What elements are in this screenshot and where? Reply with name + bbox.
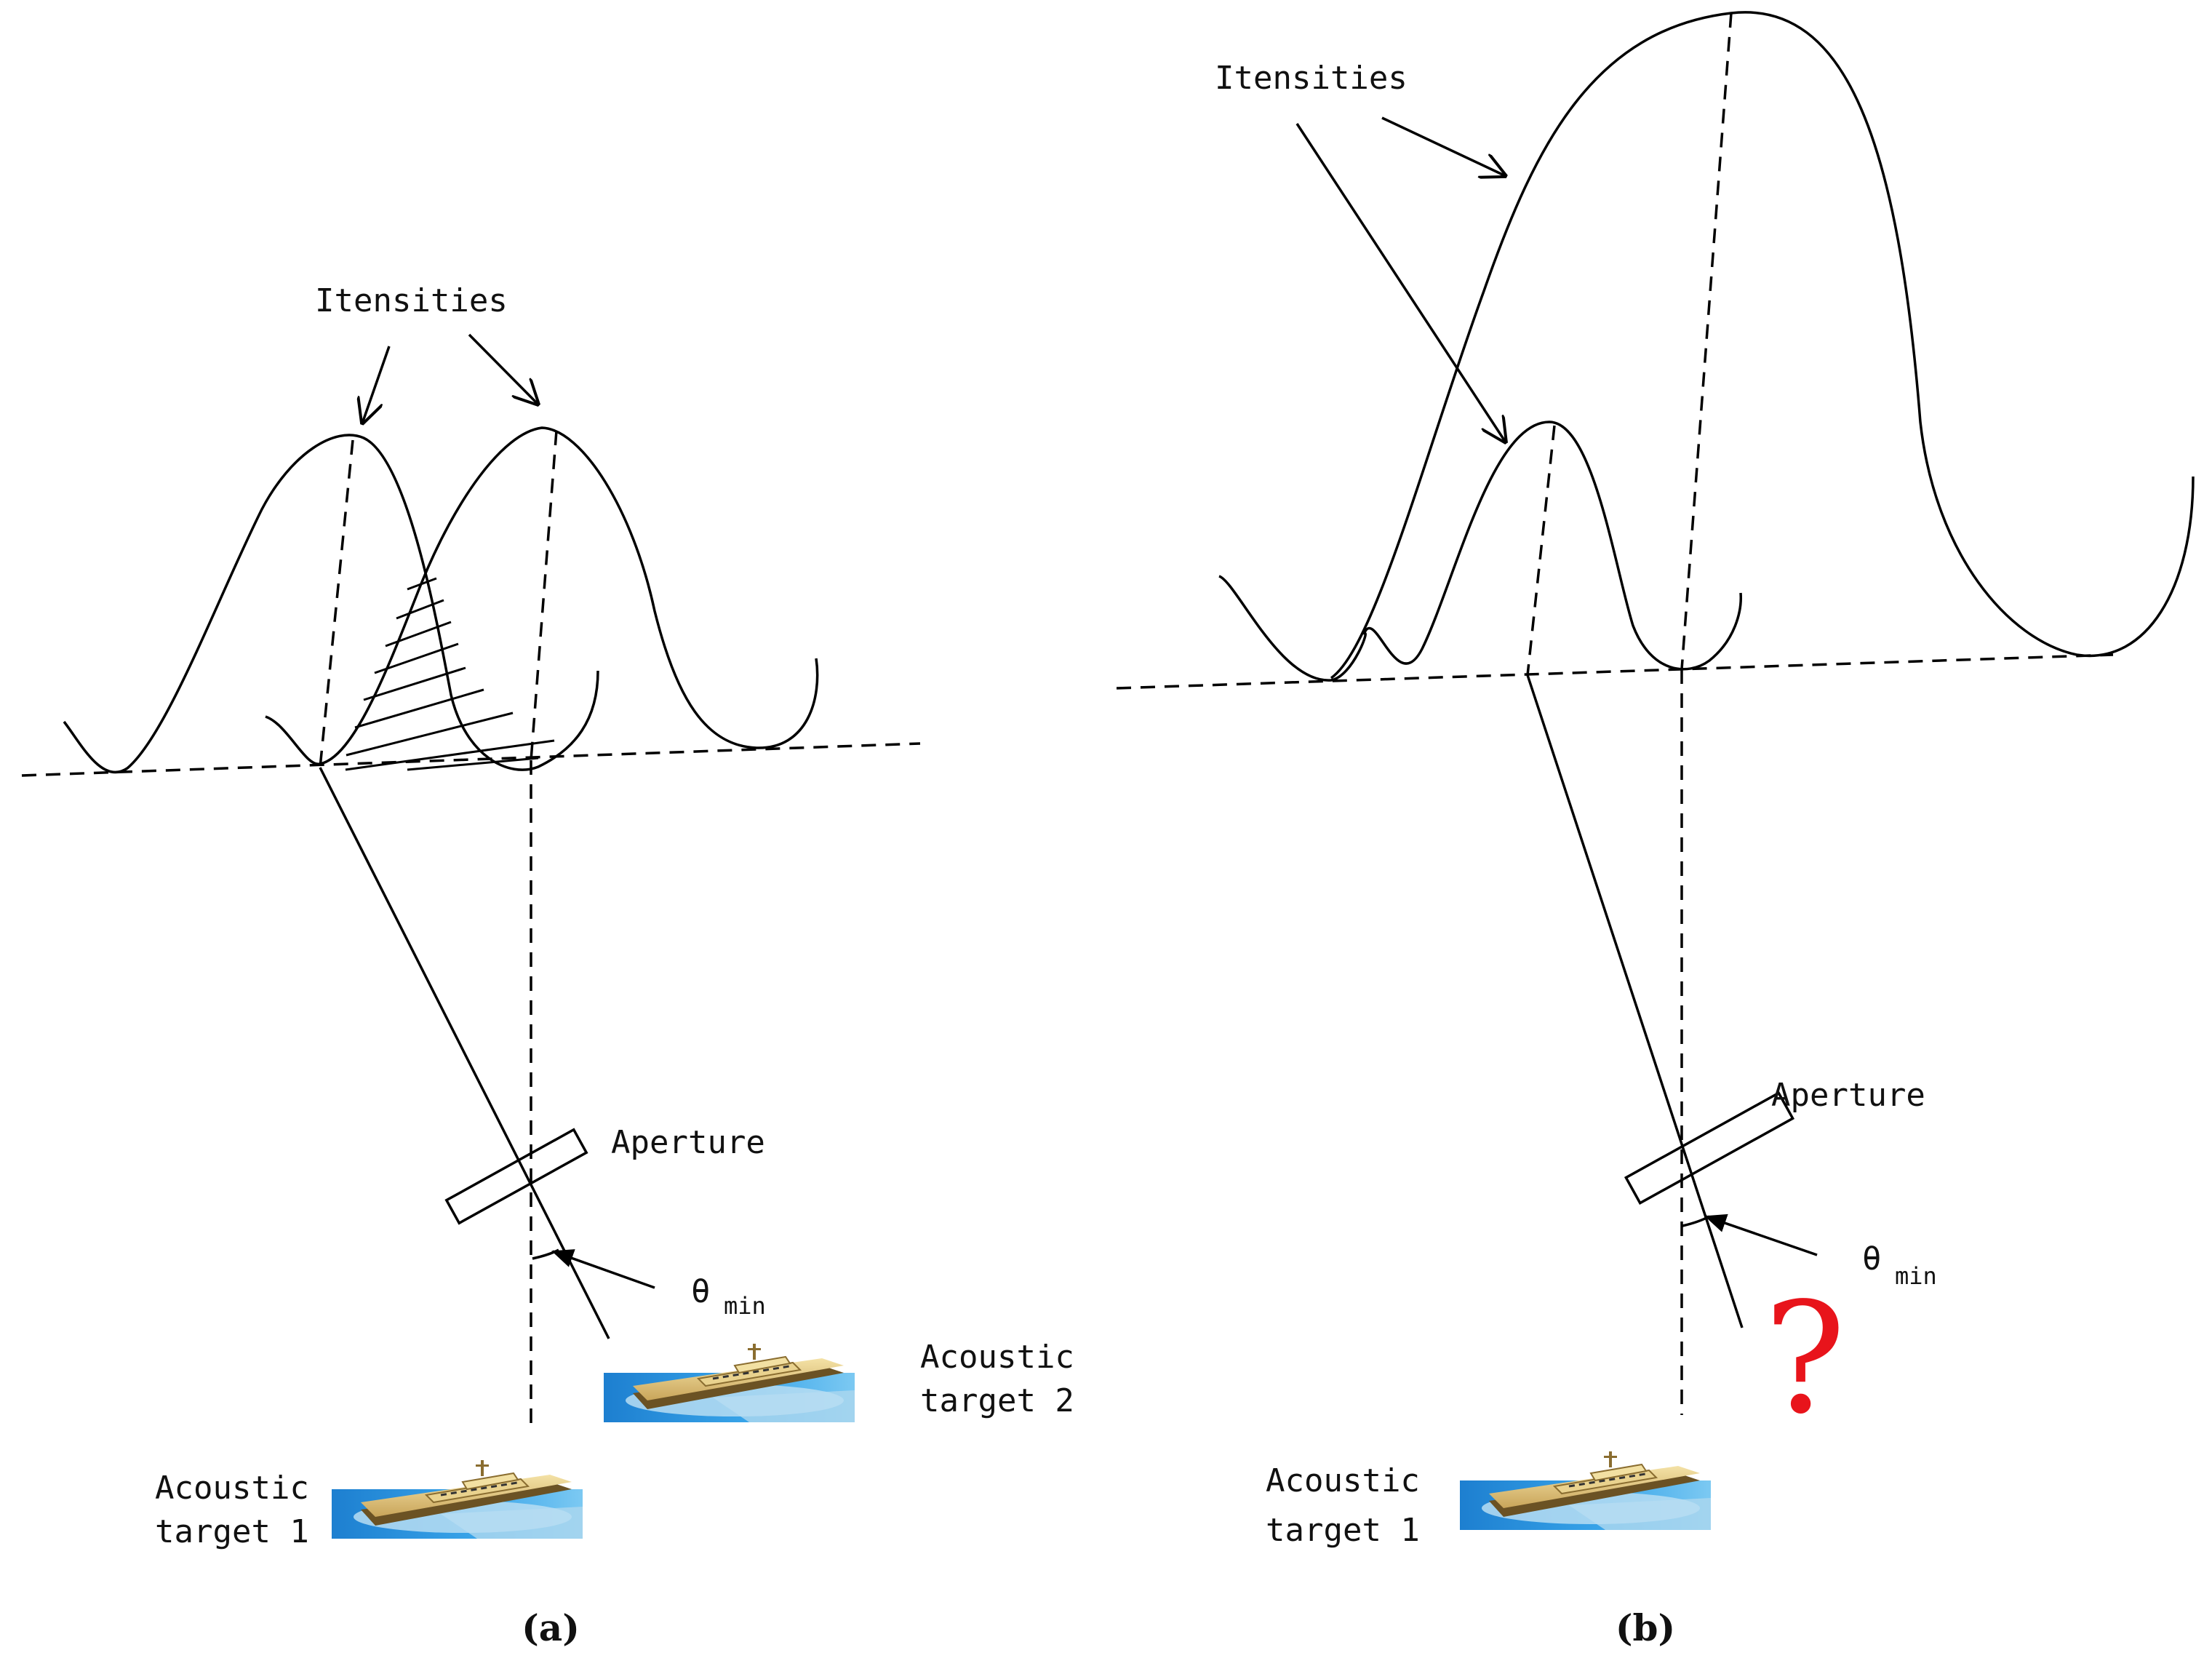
- baseline: [1116, 653, 2114, 690]
- angle-arc: [1682, 1215, 1710, 1227]
- panel-a: Itensities Aperture θ min Acoustic targe…: [21, 282, 1074, 1649]
- intensity-arrow-1: [362, 346, 391, 423]
- overlap-hatching: [345, 577, 555, 771]
- target-1-label-line-2: target 1: [155, 1513, 309, 1550]
- theta-pointer: [1704, 1213, 1818, 1256]
- theta-symbol: θ: [691, 1273, 711, 1310]
- target-1-label-line-2: target 1: [1266, 1512, 1420, 1549]
- theta-subscript: min: [724, 1292, 766, 1320]
- theta-pointer: [551, 1249, 655, 1289]
- panel-b: Itensities Aperture θ min ? Acoustic tar…: [1116, 11, 2195, 1649]
- intensities-label: Itensities: [315, 282, 508, 319]
- target-1-label-line-1: Acoustic: [1266, 1462, 1420, 1499]
- target-2-label-line-2: target 2: [920, 1382, 1074, 1419]
- ship-icon: [330, 1459, 584, 1540]
- panel-caption: (b): [1616, 1606, 1675, 1649]
- peak-line-small: [1526, 425, 1556, 676]
- small-intensity-curve: [1218, 421, 1742, 682]
- peak-line-large: [1680, 12, 1733, 670]
- target-2-label-line-1: Acoustic: [920, 1339, 1074, 1376]
- ray-unknown: [1526, 674, 1744, 1328]
- aperture-label: Aperture: [1771, 1077, 1925, 1114]
- unknown-target-mark: ?: [1764, 1270, 1846, 1448]
- peak-line-2: [530, 430, 558, 761]
- large-intensity-curve: [1330, 11, 2195, 679]
- theta-subscript: min: [1895, 1262, 1937, 1290]
- aperture: [444, 1128, 588, 1225]
- target-1-label-line-1: Acoustic: [155, 1470, 309, 1507]
- intensity-arrow-2: [1381, 116, 1506, 176]
- ray-target-2: [319, 767, 610, 1339]
- theta-symbol: θ: [1862, 1240, 1882, 1278]
- intensity-curve-1: [63, 434, 599, 774]
- panel-caption: (a): [522, 1606, 580, 1649]
- aperture: [1624, 1091, 1795, 1205]
- baseline: [21, 742, 921, 777]
- intensities-label: Itensities: [1215, 60, 1408, 97]
- ship-icon: [1458, 1450, 1712, 1531]
- intensity-arrow-1: [1295, 123, 1506, 442]
- ship-icon: [602, 1342, 856, 1424]
- intensity-arrow-2: [468, 333, 538, 404]
- intensity-curve-2: [265, 426, 819, 765]
- peak-line-1: [319, 439, 354, 768]
- aperture-label: Aperture: [611, 1124, 765, 1161]
